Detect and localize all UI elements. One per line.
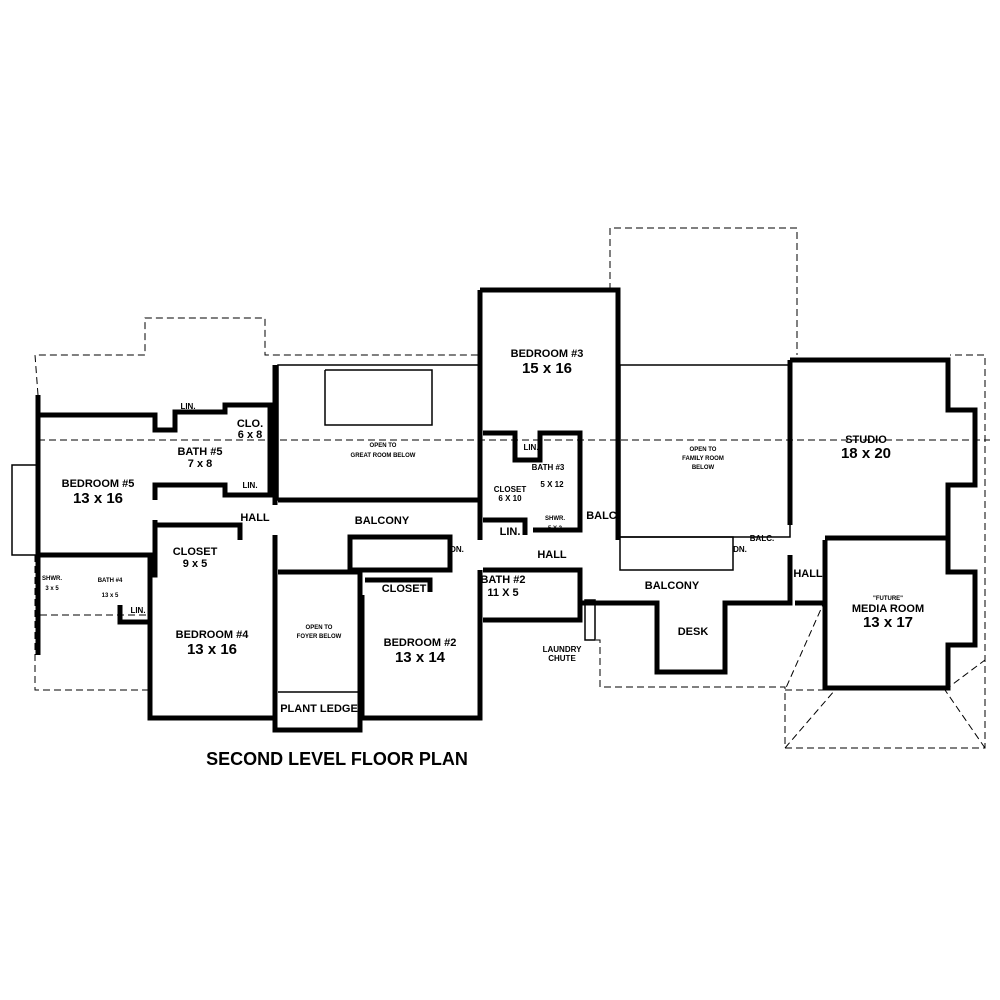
lin-hall-label: LIN. [242, 481, 257, 490]
bath2-dims: 11 X 5 [487, 587, 518, 599]
lin-hall-center-label: LIN. [500, 526, 521, 538]
plan-title: SECOND LEVEL FLOOR PLAN [206, 749, 468, 769]
shwr3-label: SHWR. [545, 516, 565, 522]
stairs-right-dn: DN. [733, 545, 747, 554]
bath4-dims: 13 x 5 [102, 593, 119, 599]
shwr4-label: SHWR. [42, 576, 62, 582]
bedroom2-label: BEDROOM #2 [384, 637, 457, 649]
closet-bed3-dims: 6 X 10 [498, 494, 522, 503]
bedroom5-label: BEDROOM #5 [62, 478, 135, 490]
media-dims: 13 x 17 [863, 614, 913, 631]
bedroom2-dims: 13 x 14 [395, 649, 446, 666]
lin-bed3-label: LIN. [523, 443, 538, 452]
shwr4-dims: 3 x 5 [45, 586, 59, 592]
media-note: "FUTURE" [873, 596, 903, 602]
great-room-line2: GREAT ROOM BELOW [351, 453, 416, 459]
bedroom4-dims: 13 x 16 [187, 641, 237, 658]
bedroom3-dims: 15 x 16 [522, 360, 572, 377]
walls [35, 287, 978, 733]
bath2-label: BATH #2 [480, 574, 525, 586]
balcony-right-label: BALCONY [645, 580, 700, 592]
bedroom3-label: BEDROOM #3 [511, 348, 584, 360]
room-labels: BEDROOM #5 13 x 16 BATH #5 7 x 8 CLO. 6 … [42, 348, 924, 769]
foyer-line2: FOYER BELOW [297, 634, 342, 640]
foyer-line1: OPEN TO [306, 625, 333, 631]
laundry-line1: LAUNDRY [543, 645, 582, 654]
bedroom5-dims: 13 x 16 [73, 490, 123, 507]
studio-dims: 18 x 20 [841, 445, 891, 462]
family-line1: OPEN TO [690, 447, 717, 453]
clo-label: CLO. [237, 418, 263, 430]
laundry-line2: CHUTE [548, 654, 576, 663]
desk-label: DESK [678, 626, 709, 638]
great-room-line1: OPEN TO [370, 443, 397, 449]
hall-left-label: HALL [240, 512, 270, 524]
closet-bed3-label: CLOSET [494, 485, 527, 494]
balcony-center-label: BALCONY [355, 515, 410, 527]
studio-label: STUDIO [845, 434, 887, 446]
bedroom4-label: BEDROOM #4 [176, 629, 250, 641]
family-line3: BELOW [692, 465, 715, 471]
family-line2: FAMILY ROOM [682, 456, 724, 462]
clo-dims: 6 x 8 [238, 429, 262, 441]
lin-bath4-label: LIN. [130, 606, 145, 615]
bath5-label: BATH #5 [177, 446, 222, 458]
stairs-center-dn: DN. [450, 545, 464, 554]
hall-center-label: HALL [537, 549, 567, 561]
plant-ledge-label: PLANT LEDGE [280, 703, 358, 715]
hall-right-label: HALL [793, 568, 823, 580]
closet-left-dims: 9 x 5 [183, 558, 207, 570]
balc-right-label: BALC. [750, 534, 774, 543]
closet-left-label: CLOSET [173, 546, 218, 558]
bath5-dims: 7 x 8 [188, 458, 212, 470]
balc-small-label: BALC. [586, 510, 620, 522]
bath4-label: BATH #4 [98, 578, 123, 584]
bath3-dims: 5 X 12 [540, 480, 564, 489]
closet-center-label: CLOSET [382, 583, 427, 595]
media-label: MEDIA ROOM [852, 603, 924, 615]
bath3-label: BATH #3 [532, 463, 565, 472]
shwr3-dims: 5 X 3 [548, 526, 563, 532]
lin-top-label: LIN. [180, 402, 195, 411]
